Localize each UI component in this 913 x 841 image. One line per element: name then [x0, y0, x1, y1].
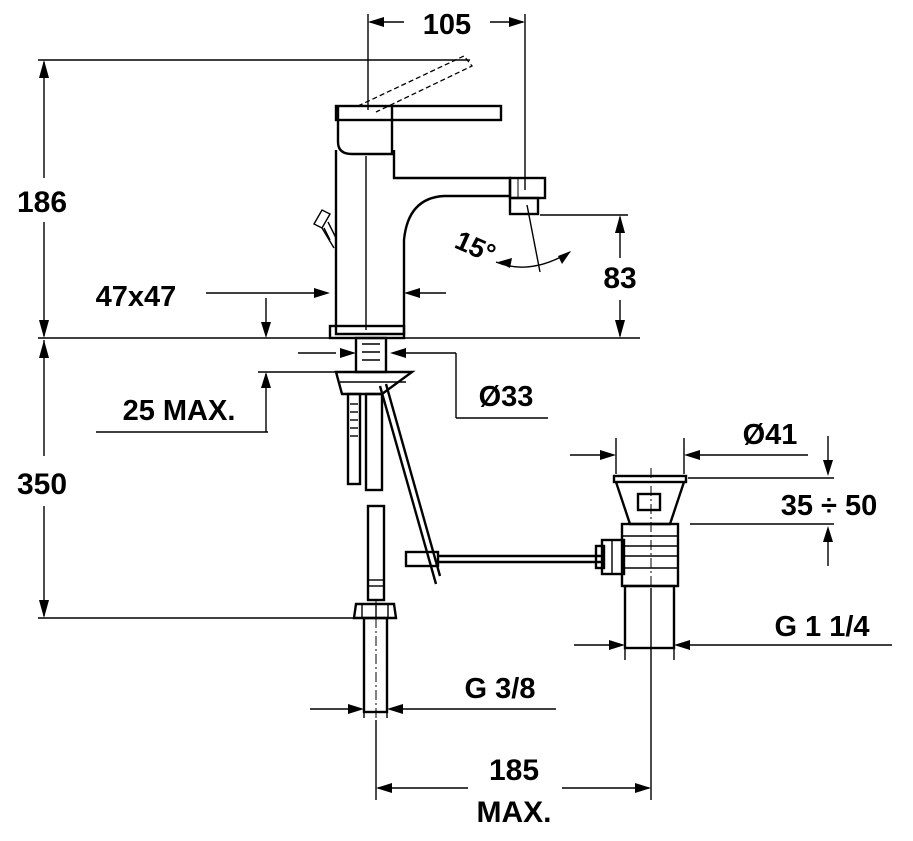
dim-offset-value: 185 — [489, 754, 539, 787]
dim-waste-diameter: Ø41 — [743, 419, 798, 451]
dim-hole-diameter: Ø33 — [479, 381, 534, 413]
dim-waste-range: 35 ÷ 50 — [781, 490, 878, 522]
dim-inlet-thread: G 3/8 — [465, 673, 536, 705]
dim-total-height: 186 — [17, 186, 67, 219]
mounting-assembly — [334, 336, 604, 720]
pop-up-waste — [594, 468, 688, 660]
dim-counter-thickness: 25 MAX. — [123, 395, 236, 427]
dim-waste-thread: G 1 1/4 — [774, 611, 869, 643]
dim-base-size: 47x47 — [96, 281, 177, 313]
dimension-lines — [38, 14, 892, 800]
faucet-body — [313, 55, 547, 340]
dim-offset-max: MAX. — [477, 796, 552, 829]
dim-hose-length: 350 — [17, 468, 67, 501]
dim-spout-angle: 15° — [451, 225, 501, 269]
dim-spout-height: 83 — [603, 262, 636, 295]
dim-top-width: 105 — [423, 9, 471, 41]
